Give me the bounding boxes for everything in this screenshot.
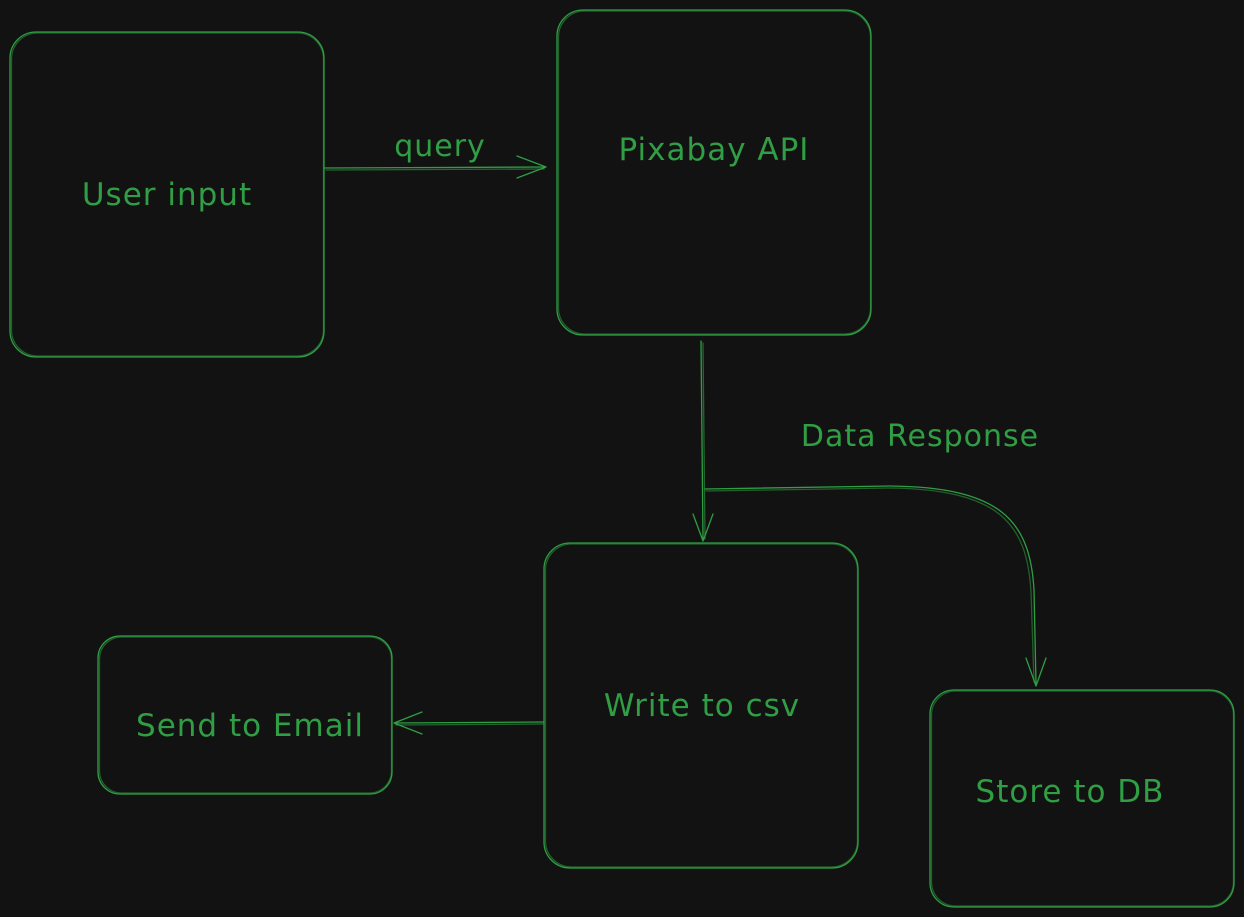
edge-query[interactable]: query — [323, 129, 547, 179]
edge-data-response-line-sketch — [705, 487, 1035, 683]
edge-data-response-line — [704, 485, 1037, 685]
edge-data-response[interactable]: Data Response — [704, 419, 1047, 687]
node-store-to-db[interactable]: Store to DB — [929, 689, 1235, 908]
node-pixabay-api[interactable]: Pixabay API — [556, 9, 872, 336]
edge-csv-to-email-line — [394, 721, 545, 724]
edge-pixabay-to-csv-line-sketch — [702, 342, 706, 540]
node-send-to-email-box-sketch — [98, 636, 393, 794]
node-user-input[interactable]: User input — [9, 31, 325, 358]
edge-csv-to-email-arrowhead — [393, 711, 423, 735]
edge-query-line — [323, 166, 546, 169]
edge-pixabay-to-csv-arrowhead — [692, 513, 714, 542]
node-write-to-csv-label: Write to csv — [604, 688, 800, 724]
node-user-input-label: User input — [82, 177, 252, 213]
node-pixabay-api-box-sketch — [557, 10, 872, 335]
edge-data-response-label: Data Response — [801, 419, 1039, 454]
edge-query-label: query — [394, 129, 486, 164]
edge-pixabay-to-csv-line — [700, 340, 704, 541]
edge-query-line-sketch — [325, 168, 545, 171]
edge-csv-to-email-line-sketch — [395, 723, 544, 726]
edge-pixabay-to-csv[interactable] — [692, 340, 714, 542]
node-send-to-email[interactable]: Send to Email — [97, 635, 393, 795]
node-store-to-db-label: Store to DB — [976, 774, 1165, 810]
edge-query-arrowhead — [516, 155, 547, 179]
node-write-to-csv-box-sketch — [544, 543, 859, 868]
node-store-to-db-box-sketch — [930, 690, 1235, 907]
edge-data-response-arrowhead — [1025, 657, 1047, 687]
edge-csv-to-email[interactable] — [393, 711, 545, 735]
node-send-to-email-label: Send to Email — [136, 708, 364, 744]
node-user-input-box-sketch — [10, 32, 325, 357]
node-write-to-csv[interactable]: Write to csv — [543, 542, 859, 869]
node-pixabay-api-box — [556, 9, 872, 336]
node-pixabay-api-label: Pixabay API — [619, 132, 810, 168]
